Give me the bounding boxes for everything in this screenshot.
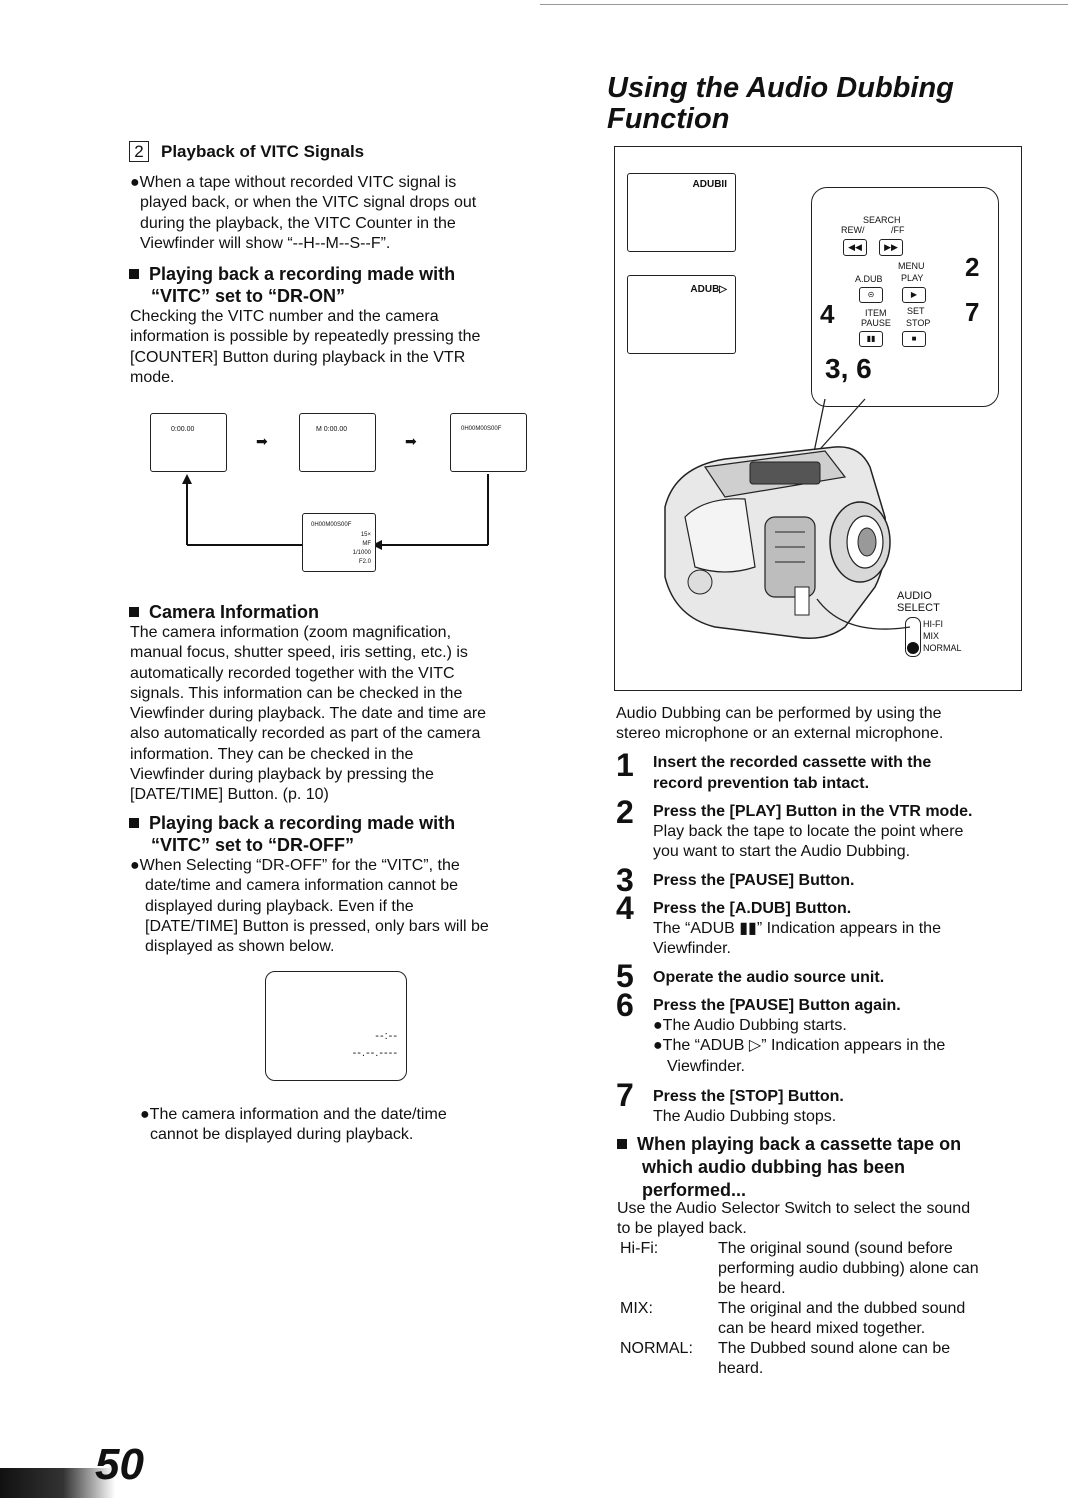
search-label: SEARCH [863, 215, 901, 225]
pause-button: ▮▮ [859, 331, 883, 347]
rew-button: ◀◀ [843, 239, 867, 256]
step-title: Press the [PAUSE] Button again. [653, 997, 901, 1014]
callout-number-2: 2 [965, 252, 980, 282]
pause-label: PAUSE [861, 318, 891, 328]
bullet-square [129, 607, 139, 617]
section-body-line: Viewfinder will show “--H--M--S--F”. [140, 234, 391, 252]
step-number: 1 [616, 747, 634, 783]
viewfinder-box-counter: 0:00.00 [150, 413, 227, 472]
play-label: PLAY [901, 273, 924, 283]
dr-on-heading: Playing back a recording made with “VITC… [129, 263, 455, 307]
bullet-square [129, 269, 139, 279]
def-text-mix: The original and the dubbed sound can be… [718, 1300, 966, 1337]
bullet-square [129, 818, 139, 828]
stop-label: STOP [906, 318, 931, 328]
def-text-normal: The Dubbed sound alone can be heard. [718, 1340, 951, 1377]
step-number: 7 [616, 1077, 634, 1113]
set-label: SET [907, 306, 925, 316]
viewfinder-box-camera-info: 0H00M00S00F 15× MF 1/1000 F2.0 [302, 513, 376, 572]
step-title: Press the [PLAY] Button in the VTR mode. [653, 803, 973, 820]
def-term-hifi: Hi-Fi: [620, 1240, 659, 1257]
dr-on-body: Checking the VITC number and the camera … [130, 308, 481, 386]
section-heading: 2 Playback of VITC Signals [129, 141, 364, 162]
ff-label: /FF [891, 225, 905, 235]
dr-off-heading: Playing back a recording made with “VITC… [129, 812, 455, 856]
top-rule [540, 4, 1068, 5]
viewfinder-adub-pause: ADUBII [627, 173, 736, 252]
selector-pointer [816, 598, 911, 630]
viewfinder-box-memory: M 0:00.00 [299, 413, 376, 472]
definitions: Hi-Fi: The original sound (sound before … [620, 1239, 1040, 1389]
callout-number-7: 7 [965, 297, 980, 327]
menu-label: MENU [898, 261, 925, 271]
camcorder-illustration [664, 446, 891, 639]
viewfinder-bars-box: --:-- --.--.---- [265, 971, 407, 1081]
intro: Audio Dubbing can be performed by using … [616, 705, 944, 743]
selector-options: HI-FI MIX NORMAL [923, 619, 962, 653]
audio-selector-switch [905, 617, 921, 657]
def-term-normal: NORMAL: [620, 1340, 693, 1357]
adub-label: A.DUB [855, 274, 883, 284]
page-number-bleed [0, 1468, 115, 1498]
section-title: Playback of VITC Signals [161, 142, 365, 161]
step-title: Press the [STOP] Button. [653, 1088, 844, 1105]
section-body-line: during the playback, the VITC Counter in… [140, 214, 456, 232]
when-body: Use the Audio Selector Switch to select … [617, 1200, 971, 1238]
callout-number-4: 4 [820, 299, 835, 329]
step-title: Insert the recorded cassette with the re… [653, 754, 932, 792]
step-number: 5 [616, 958, 634, 994]
page-title: Using the Audio Dubbing Function [607, 72, 954, 135]
adub-button: ⊝ [859, 287, 883, 303]
ff-button: ▶▶ [879, 239, 903, 256]
step-title: Press the [PAUSE] Button. [653, 872, 855, 889]
when-heading: When playing back a cassette tape on whi… [617, 1133, 961, 1202]
play-button: ▶ [902, 287, 926, 303]
step-number: 2 [616, 794, 634, 830]
stop-button: ■ [902, 331, 926, 347]
arrow-right-icon: ➡ [256, 433, 268, 449]
viewfinder-adub-play: ADUB▷ [627, 275, 736, 354]
rew-label: REW/ [841, 225, 865, 235]
def-text-hifi: The original sound (sound before perform… [718, 1240, 979, 1297]
step-number: 3 [616, 862, 634, 898]
page-number: 50 [95, 1440, 144, 1489]
item-label: ITEM [865, 308, 887, 318]
step-title: Operate the audio source unit. [653, 969, 885, 986]
section-body: ●When a tape without recorded VITC signa… [130, 173, 550, 254]
section-body-line: ●When a tape without recorded VITC signa… [130, 174, 457, 191]
note: ●The camera information and the date/tim… [140, 1106, 447, 1144]
bullet-square [617, 1139, 627, 1149]
section-number-box: 2 [129, 141, 149, 162]
step-number: 6 [616, 987, 634, 1023]
callout-pointer [812, 398, 866, 458]
section-body-line: played back, or when the VITC signal dro… [140, 194, 477, 212]
arrow-right-icon: ➡ [405, 433, 417, 449]
dr-off-body: ●When Selecting “DR-OFF” for the “VITC”,… [130, 857, 489, 956]
camera-info-heading: Camera Information [129, 601, 319, 623]
audio-select-label: AUDIO SELECT [897, 590, 940, 614]
step-title: Press the [A.DUB] Button. [653, 900, 852, 917]
camera-info-body: The camera information (zoom magnificati… [130, 624, 487, 804]
camcorder-figure: ADUBII ADUB▷ SEARCH REW/ /FF ◀◀ ▶▶ MENU … [614, 146, 1022, 691]
step-number: 4 [616, 890, 634, 926]
callout-number-3-6: 3, 6 [825, 353, 872, 384]
viewfinder-box-vitc: 0H00M00S00F [450, 413, 527, 472]
def-term-mix: MIX: [620, 1300, 653, 1317]
control-panel-callout [811, 187, 999, 407]
diagram-connector-lines [182, 474, 489, 550]
